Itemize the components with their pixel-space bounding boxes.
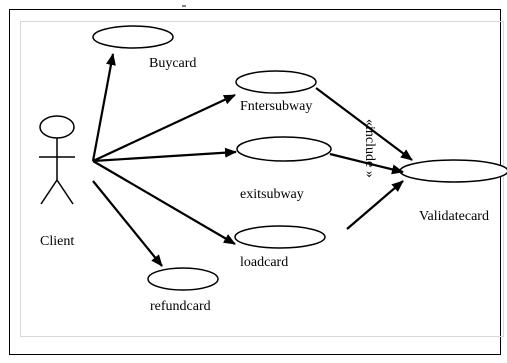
arrow-client-entersubway — [92, 94, 236, 162]
entersubway-ellipse — [235, 70, 317, 94]
include-stereotype-label: «include » — [362, 119, 377, 178]
use-case-refundcard[interactable]: refundcard — [147, 267, 219, 314]
actor-head — [39, 115, 75, 139]
validatecard-label: Validatecard — [419, 209, 489, 224]
include-arrow-exitsubway — [329, 152, 404, 175]
use-case-buycard[interactable]: Buycard — [92, 25, 196, 71]
actor-right-leg — [56, 179, 74, 205]
use-case-loadcard[interactable]: loadcard — [234, 225, 326, 270]
entersubway-label: Fntersubway — [240, 99, 312, 114]
arrow-client-buycard — [91, 53, 116, 162]
include-arrow-loadcard — [346, 180, 404, 230]
client-actor[interactable]: Client — [39, 115, 75, 249]
validatecard-ellipse — [399, 159, 507, 183]
loadcard-ellipse — [234, 225, 326, 249]
loadcard-label: loadcard — [240, 255, 288, 270]
use-case-validatecard[interactable]: Validatecard — [399, 159, 507, 224]
use-case-entersubway[interactable]: Fntersubway — [235, 70, 317, 114]
use-case-exitsubway[interactable]: exitsubway — [236, 136, 332, 202]
diagram-inner-frame — [20, 21, 504, 337]
buycard-ellipse — [92, 25, 174, 49]
arrow-client-loadcard — [92, 160, 236, 245]
arrow-client-refundcard — [92, 180, 163, 267]
actor-left-leg — [40, 179, 58, 205]
include-arrow-entersubway — [315, 87, 413, 161]
arrow-client-exitsubway — [92, 147, 237, 163]
diagram-frame — [9, 9, 501, 355]
refundcard-ellipse — [147, 267, 219, 291]
buycard-label: Buycard — [149, 56, 196, 71]
exitsubway-ellipse — [236, 136, 332, 162]
exitsubway-label: exitsubway — [240, 187, 304, 202]
actor-label: Client — [40, 234, 74, 249]
refundcard-label: refundcard — [150, 299, 211, 314]
